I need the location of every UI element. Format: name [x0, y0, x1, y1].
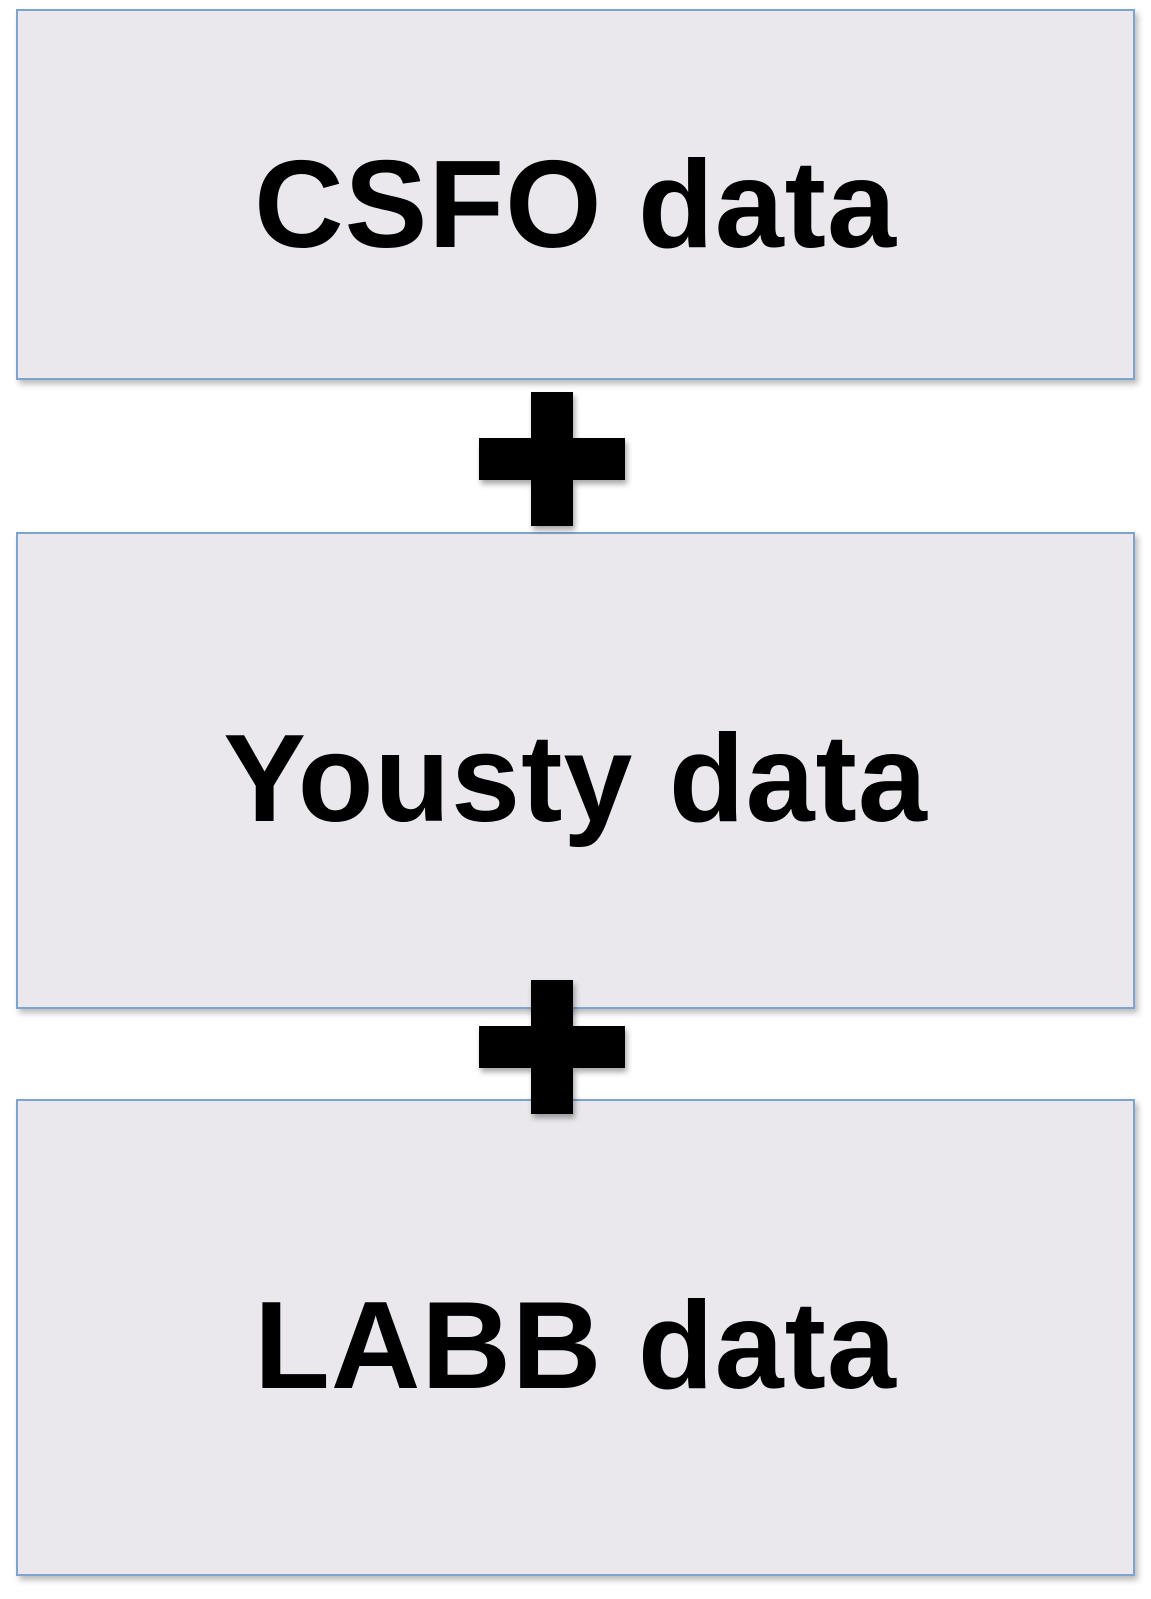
labb-data-label: LABB data — [254, 1276, 897, 1415]
plus-icon — [479, 392, 625, 526]
csfo-data-label: CSFO data — [254, 135, 897, 274]
csfo-data-box: CSFO data — [16, 9, 1135, 380]
yousty-data-box: Yousty data — [16, 532, 1135, 1009]
labb-data-box: LABB data — [16, 1099, 1135, 1576]
plus-icon — [479, 980, 625, 1114]
yousty-data-label: Yousty data — [223, 709, 928, 848]
